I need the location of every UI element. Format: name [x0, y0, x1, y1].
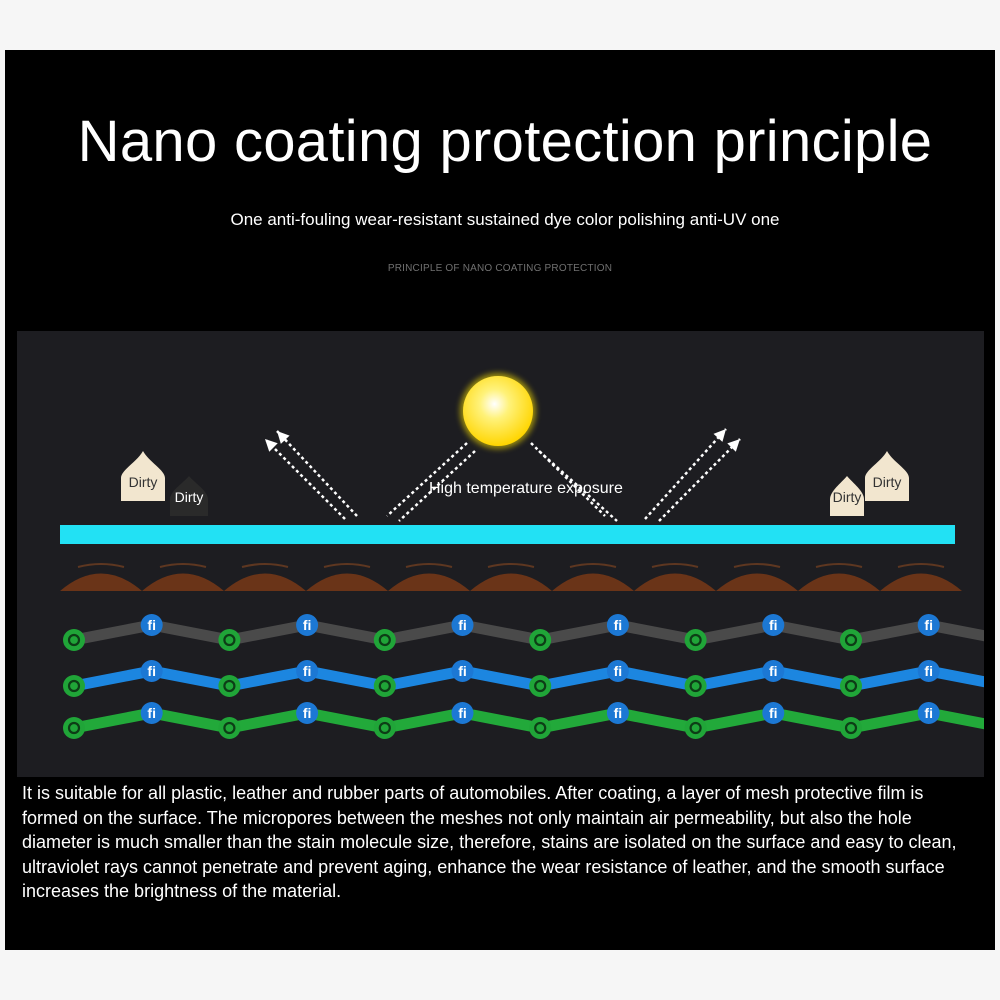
svg-text:fi: fi: [614, 663, 623, 679]
svg-text:fi: fi: [303, 663, 312, 679]
leather-bump: [798, 573, 880, 591]
svg-text:fi: fi: [147, 617, 156, 633]
carbon-node-icon: [529, 675, 552, 697]
reflected-ray-arrow-icon: [264, 438, 346, 520]
reflected-ray-arrow-icon: [644, 428, 727, 520]
svg-text:fi: fi: [924, 617, 933, 633]
leather-bump: [142, 573, 224, 591]
svg-text:fi: fi: [303, 705, 312, 721]
carbon-node-icon: [684, 629, 707, 651]
svg-text:fi: fi: [147, 705, 156, 721]
svg-text:fi: fi: [769, 617, 778, 633]
carbon-node-icon: [840, 675, 862, 697]
infographic-panel: Nano coating protection principle One an…: [5, 50, 995, 950]
carbon-node-icon: [63, 629, 85, 651]
stain-droplet-icon: Dirty: [830, 476, 864, 516]
carbon-node-icon: [373, 717, 396, 739]
incoming-ray-icon: [386, 442, 468, 517]
svg-text:fi: fi: [924, 663, 933, 679]
fluorine-node-icon: fi: [140, 702, 163, 724]
svg-text:fi: fi: [614, 705, 623, 721]
tagline: PRINCIPLE OF NANO COATING PROTECTION: [387, 263, 613, 274]
leather-surface-layer: [60, 563, 962, 593]
carbon-node-icon: [840, 629, 862, 651]
fluorine-node-icon: fi: [451, 702, 474, 724]
carbon-node-icon: [63, 675, 85, 697]
dirty-label: Dirty: [175, 489, 204, 505]
incoming-ray-icon: [530, 442, 606, 517]
fluorine-node-icon: fi: [296, 660, 319, 682]
carbon-node-icon: [218, 629, 241, 651]
dirty-label: Dirty: [129, 474, 158, 490]
reflected-ray-arrow-icon: [658, 438, 741, 522]
fluorine-node-icon: fi: [451, 614, 474, 636]
carbon-node-icon: [373, 629, 396, 651]
subtitle: One anti-fouling wear-resistant sustaine…: [230, 210, 780, 229]
leather-bump: [552, 573, 634, 591]
fluorine-node-icon: fi: [917, 702, 940, 724]
fluorine-node-icon: fi: [917, 660, 940, 682]
fluorine-node-icon: fi: [296, 614, 319, 636]
fluorine-node-icon: fi: [140, 660, 163, 682]
uv-rays: [264, 428, 741, 522]
description-text: It is suitable for all plastic, leather …: [22, 783, 957, 901]
leather-bump: [634, 573, 716, 591]
fluorine-node-icon: fi: [451, 660, 474, 682]
svg-text:fi: fi: [458, 705, 467, 721]
coating-film-layer: [60, 525, 955, 544]
svg-text:fi: fi: [458, 663, 467, 679]
svg-text:fi: fi: [303, 617, 312, 633]
svg-text:fi: fi: [147, 663, 156, 679]
svg-text:fi: fi: [458, 617, 467, 633]
carbon-node-icon: [684, 675, 707, 697]
carbon-node-icon: [218, 675, 241, 697]
leather-bump: [716, 573, 798, 591]
incoming-ray-icon: [398, 450, 476, 522]
green-polymer-chain: fi fi fi fi fi fi: [63, 702, 984, 739]
leather-bump: [880, 573, 962, 591]
high-temperature-label: High temperature exposure: [429, 480, 623, 497]
fluorine-node-icon: fi: [762, 660, 785, 682]
svg-text:fi: fi: [769, 705, 778, 721]
svg-text:fi: fi: [614, 617, 623, 633]
sun-icon: [460, 373, 536, 449]
svg-text:fi: fi: [769, 663, 778, 679]
stain-droplet-icon: Dirty: [865, 451, 909, 501]
carbon-node-icon: [373, 675, 396, 697]
svg-text:fi: fi: [924, 705, 933, 721]
fluorine-node-icon: fi: [606, 702, 629, 724]
carbon-node-icon: [840, 717, 862, 739]
leather-bump: [470, 573, 552, 591]
stain-droplet-icon: Dirty: [121, 451, 165, 501]
fluorine-node-icon: fi: [606, 660, 629, 682]
leather-bump: [306, 573, 388, 591]
carbon-node-icon: [218, 717, 241, 739]
fluorine-node-icon: fi: [917, 614, 940, 636]
gray-polymer-chain: fi fi fi fi fi fi: [63, 614, 984, 651]
fluorine-node-icon: fi: [762, 614, 785, 636]
carbon-node-icon: [529, 629, 552, 651]
reflected-ray-arrow-icon: [276, 430, 358, 517]
blue-polymer-chain: fi fi fi fi fi fi: [63, 660, 984, 697]
dirty-label: Dirty: [873, 474, 902, 490]
carbon-node-icon: [529, 717, 552, 739]
leather-bump: [60, 573, 142, 591]
stain-droplet-icon: Dirty: [170, 476, 208, 516]
fluorine-node-icon: fi: [762, 702, 785, 724]
carbon-node-icon: [63, 717, 85, 739]
page-title: Nano coating protection principle: [77, 109, 933, 174]
fluorine-node-icon: fi: [140, 614, 163, 636]
carbon-node-icon: [684, 717, 707, 739]
leather-bump: [388, 573, 470, 591]
leather-bump: [224, 573, 306, 591]
dirty-label: Dirty: [833, 489, 862, 505]
fluorine-node-icon: fi: [606, 614, 629, 636]
fluorine-node-icon: fi: [296, 702, 319, 724]
molecular-mesh: fi fi fi fi fi fi fi fi fi fi fi fi fi fi fi fi fi fi: [63, 614, 984, 739]
